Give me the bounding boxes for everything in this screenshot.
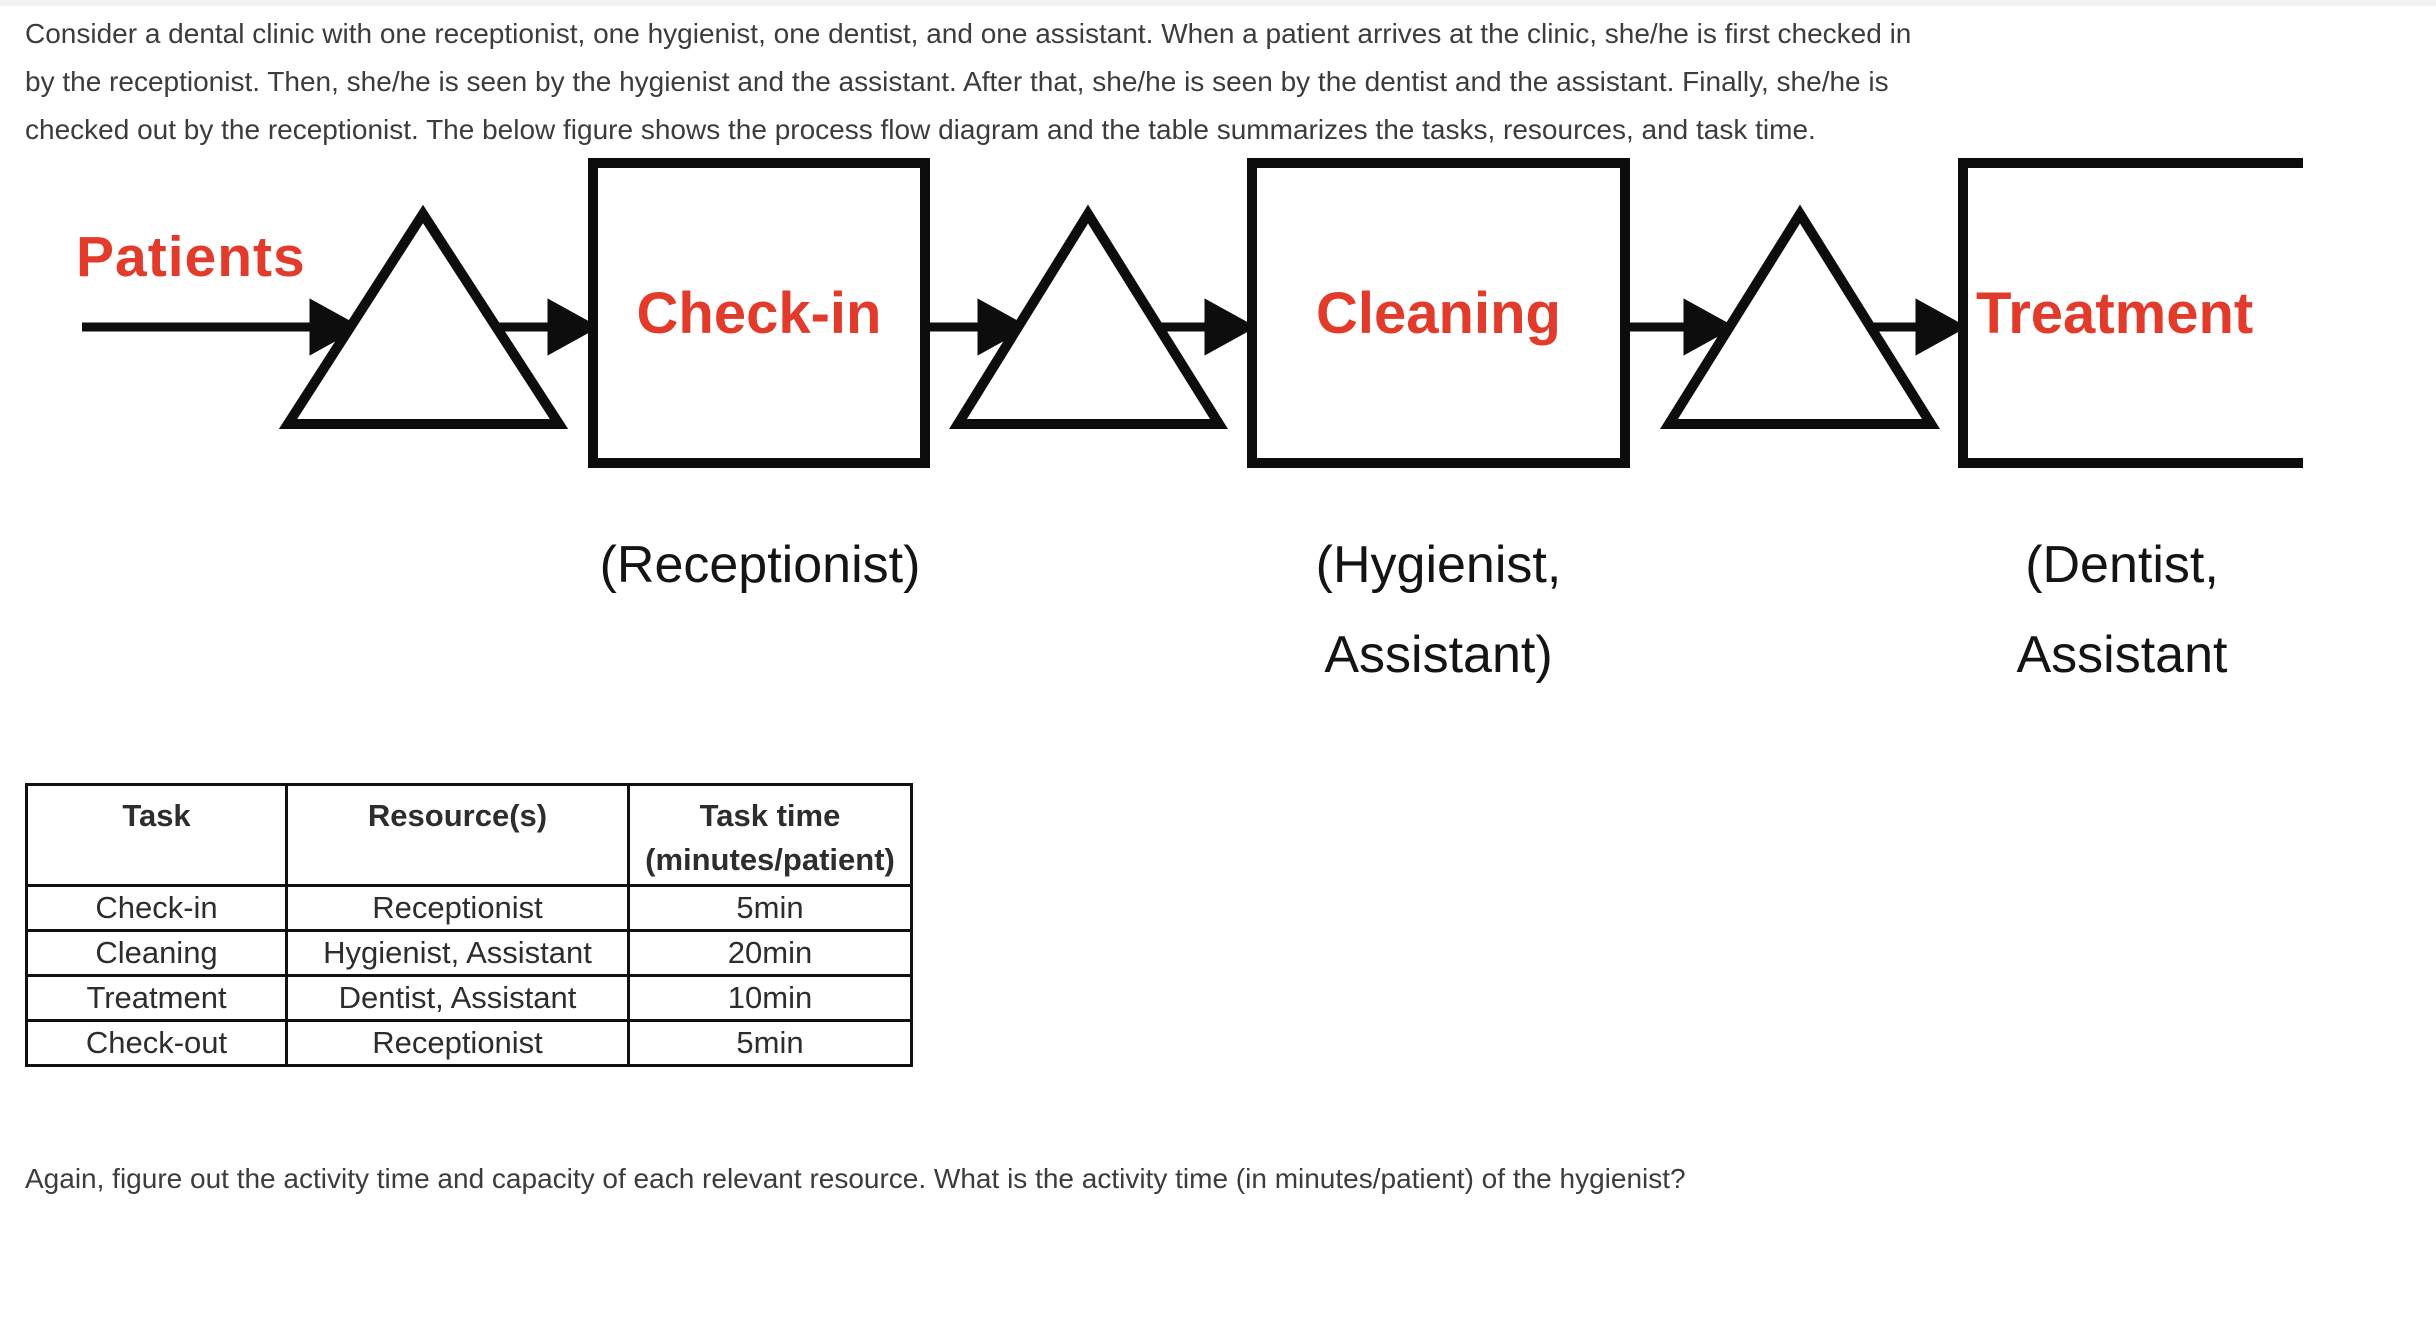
- cell-time: 5min: [627, 884, 913, 932]
- table-header-resources: Resource(s): [285, 783, 630, 887]
- resource-label-checkin: (Receptionist): [555, 520, 965, 610]
- table-row-treatment: Treatment Dentist, Assistant 10min: [25, 974, 913, 1022]
- table-row-cleaning: Cleaning Hygienist, Assistant 20min: [25, 929, 913, 977]
- cell-task: Cleaning: [25, 929, 288, 977]
- task-box-checkin-label: Check-in: [636, 280, 882, 346]
- process-flow-diagram: Patients Check-in Cleaning Treatment (Re…: [76, 158, 2303, 700]
- intro-paragraph: Consider a dental clinic with one recept…: [25, 10, 2425, 154]
- buffer-triangle-1: [278, 204, 569, 429]
- question-text: Again, figure out the activity time and …: [25, 1163, 1686, 1194]
- resource-label-treatment-line1: (Dentist,: [2025, 536, 2219, 594]
- buffer-triangle-2: [949, 204, 1229, 429]
- intro-paragraph-line-1: Consider a dental clinic with one recept…: [25, 18, 1912, 49]
- top-divider: [0, 0, 2436, 6]
- resource-label-cleaning: (Hygienist, Assistant): [1247, 520, 1630, 700]
- task-box-checkin: Check-in: [588, 158, 930, 468]
- resource-label-treatment: (Dentist, Assistant: [1962, 520, 2282, 700]
- cell-resources: Receptionist: [285, 884, 630, 932]
- resource-label-checkin-line1: (Receptionist): [599, 536, 921, 594]
- patients-source-label: Patients: [76, 225, 306, 289]
- intro-paragraph-line-2: by the receptionist. Then, she/he is see…: [25, 66, 1889, 97]
- task-box-cleaning-label: Cleaning: [1316, 280, 1561, 346]
- cell-resources: Dentist, Assistant: [285, 974, 630, 1022]
- flow-arrowhead: [547, 298, 600, 356]
- table-header-tasktime-line1: Task time: [699, 798, 841, 833]
- resource-label-cleaning-line1: (Hygienist,: [1315, 536, 1562, 594]
- cell-task: Treatment: [25, 974, 288, 1022]
- cell-task: Check-out: [25, 1019, 288, 1067]
- table-row-checkin: Check-in Receptionist 5min: [25, 884, 913, 932]
- buffer-triangle-3: [1659, 204, 1941, 429]
- intro-paragraph-line-3: checked out by the receptionist. The bel…: [25, 114, 1816, 145]
- cell-task: Check-in: [25, 884, 288, 932]
- task-box-treatment: Treatment: [1958, 158, 2303, 468]
- table-header-tasktime: Task time (minutes/patient): [627, 783, 913, 887]
- buffer-triangles: [278, 204, 1941, 429]
- table-row-checkout: Check-out Receptionist 5min: [25, 1019, 913, 1067]
- cell-resources: Receptionist: [285, 1019, 630, 1067]
- cell-time: 20min: [627, 929, 913, 977]
- flow-arrowhead: [1683, 298, 1736, 356]
- task-box-cleaning: Cleaning: [1247, 158, 1630, 468]
- flow-arrowhead: [309, 298, 362, 356]
- flow-arrowhead: [977, 298, 1030, 356]
- flow-arrowhead: [1204, 298, 1257, 356]
- flow-arrowhead: [1915, 298, 1968, 356]
- resource-label-treatment-line2: Assistant: [2016, 626, 2228, 684]
- cell-time: 10min: [627, 974, 913, 1022]
- flow-arrows: [82, 298, 1968, 356]
- task-box-treatment-label: Treatment: [1976, 280, 2254, 346]
- table-header-task: Task: [25, 783, 288, 887]
- resource-label-cleaning-line2: Assistant): [1324, 626, 1553, 684]
- task-resource-table: Task Resource(s) Task time (minutes/pati…: [25, 783, 913, 1067]
- table-header-tasktime-line2: (minutes/patient): [645, 842, 895, 877]
- cell-time: 5min: [627, 1019, 913, 1067]
- cell-resources: Hygienist, Assistant: [285, 929, 630, 977]
- table-header-row: Task Resource(s) Task time (minutes/pati…: [25, 783, 913, 887]
